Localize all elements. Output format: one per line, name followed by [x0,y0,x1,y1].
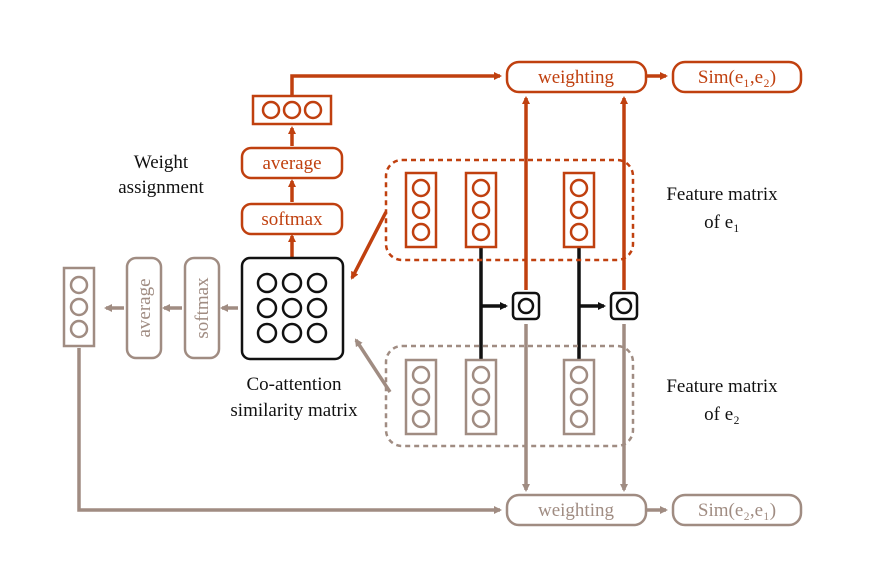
bottom-softmax-label: softmax [192,277,213,339]
top-softmax-box: softmax [240,202,344,236]
connector-arrows [77,72,668,514]
bottom-softmax-box: softmax [183,256,221,360]
arrow-top-vector-to-weighting [290,72,502,96]
bottom-weighting-label: weighting [538,500,614,521]
feature-e2-label-2: of e₂ [704,404,740,425]
bottom-weighting-box: weighting [505,493,648,527]
top-average-label: average [262,153,321,174]
top-sim-label: Sim(e₁,e₂) [698,67,776,88]
e1-column-1 [404,171,438,249]
arrow-vector-to-weighting-gray [77,348,502,514]
feature-e2-label-1: Feature matrix [666,376,778,397]
top-weighting-label: weighting [538,67,614,88]
top-average-box: average [240,146,344,180]
bottom-average-box: average [125,256,163,360]
similarity-node-1 [511,291,541,321]
top-weighting-box: weighting [505,60,648,94]
bottom-sim-box: Sim(e₂,e₁) [671,493,803,527]
e1-column-2 [464,171,498,249]
coattention-label-2: similarity matrix [230,400,358,421]
coattention-label-1: Co-attention [247,374,342,395]
bottom-sim-label: Sim(e₂,e₁) [698,500,776,521]
bottom-output-vector [62,266,96,348]
similarity-node-2 [609,291,639,321]
top-softmax-label: softmax [261,209,323,230]
top-sim-box: Sim(e₁,e₂) [671,60,803,94]
feature-matrix-e2 [384,344,635,448]
weight-assignment-label-2: assignment [118,177,204,198]
feature-e1-label-1: Feature matrix [666,184,778,205]
e1-column-3 [562,171,596,249]
feature-matrix-e1 [384,158,635,262]
e2-column-1 [404,358,438,436]
e2-column-2 [464,358,498,436]
coattention-matrix [240,256,345,361]
bottom-average-label: average [134,278,155,337]
arrow-feature-e1-to-matrix [350,211,388,280]
top-output-vector [251,94,333,126]
e2-column-3 [562,358,596,436]
arrow-feature-e2-to-matrix [354,338,392,393]
weight-assignment-label-1: Weight [134,152,189,173]
feature-e1-label-2: of e₁ [704,212,740,233]
